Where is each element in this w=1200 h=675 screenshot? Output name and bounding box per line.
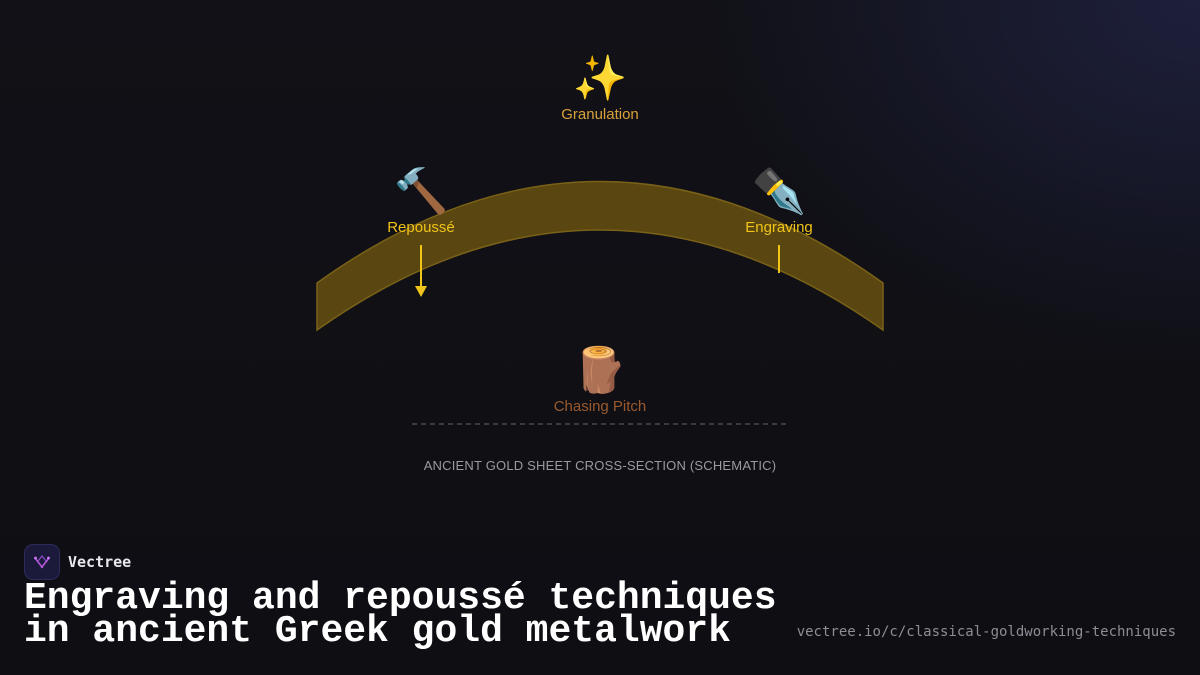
granulation-label: Granulation (561, 106, 639, 123)
page-title: Engraving and repoussé techniques in anc… (24, 580, 777, 651)
sparkles-icon: ✨ (572, 53, 628, 104)
brand: Vectree (24, 544, 131, 580)
tool-chasing-pitch: 🪵 Chasing Pitch (520, 345, 680, 416)
vectree-logo-icon (24, 544, 60, 580)
source-url: vectree.io/c/classical-goldworking-techn… (796, 624, 1176, 640)
fountain-pen-icon: ✒️ (751, 166, 807, 217)
repousse-arrow-head (415, 286, 427, 297)
title-line-2: in ancient Greek gold metalwork (24, 610, 731, 653)
title-line-1: Engraving and repoussé techniques (24, 577, 777, 620)
brand-name: Vectree (68, 553, 132, 571)
diagram-caption: ANCIENT GOLD SHEET CROSS-SECTION (SCHEMA… (423, 458, 777, 473)
chasing-pitch-label: Chasing Pitch (553, 398, 647, 415)
wood-log-icon: 🪵 (572, 345, 628, 396)
hammer-icon: 🔨 (393, 166, 449, 217)
gold-sheet (316, 180, 884, 332)
repousse-label: Repoussé (387, 219, 455, 236)
tool-granulation: ✨ Granulation (520, 53, 680, 124)
tool-repousse: 🔨 Repoussé (341, 166, 501, 237)
engraving-label: Engraving (745, 219, 813, 236)
tool-engraving: ✒️ Engraving (699, 166, 859, 237)
